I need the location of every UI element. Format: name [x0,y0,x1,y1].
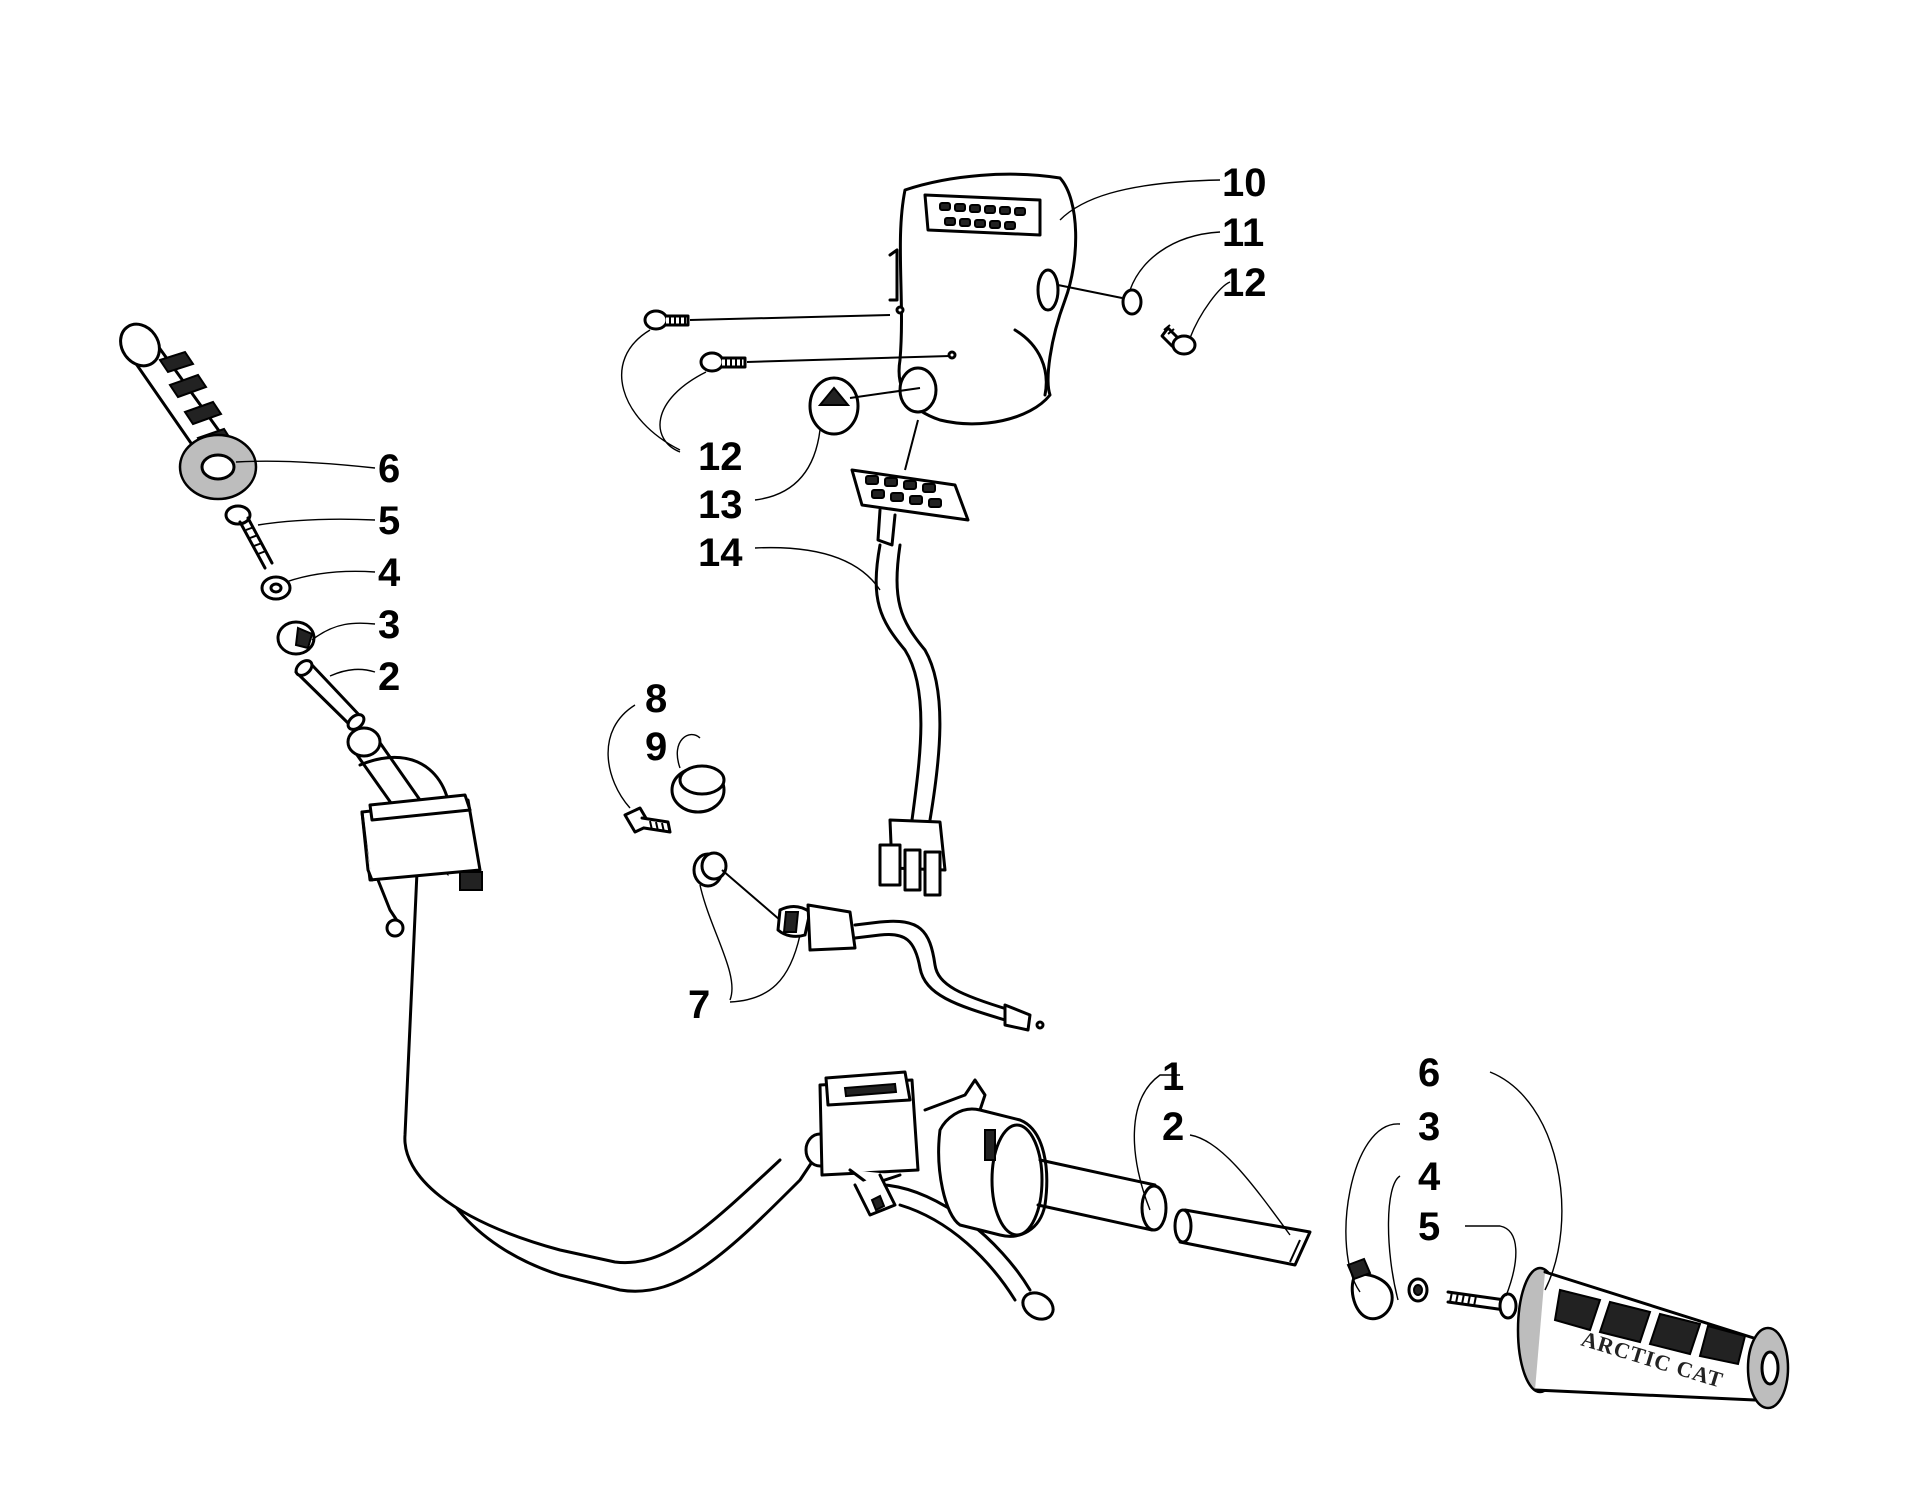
left-insert [294,659,366,731]
callout-right-1: 1 [1162,1055,1184,1099]
pod-screw-right [1160,324,1197,356]
callout-top-12: 12 [1222,261,1267,305]
left-switch-housing [360,793,483,938]
pod-washer-right [1057,284,1143,316]
callout-top-11: 11 [1222,211,1264,255]
callout-left-5: 5 [378,499,400,543]
callout-left-4: 4 [378,551,401,595]
pod-emblem [808,376,921,436]
left-bolt [224,504,274,570]
left-bar-end [346,726,422,812]
right-plug [1346,1257,1394,1321]
callout-key-7: 7 [688,983,710,1027]
right-insert [1173,1208,1312,1267]
right-bolt [1446,1290,1518,1320]
right-bar-end [1036,1158,1168,1232]
callout-right-5: 5 [1418,1205,1440,1249]
left-washer [260,575,292,601]
callout-mid-14: 14 [698,531,743,575]
brake-master-cylinder [804,1070,920,1217]
callout-mid-12: 12 [698,435,743,479]
callout-key-9: 9 [645,725,667,769]
left-grip [119,322,258,501]
callout-left-2: 2 [378,655,400,699]
callout-right-3: 3 [1418,1105,1440,1149]
headlight-pod [888,172,1078,426]
callout-right-6: 6 [1418,1051,1440,1095]
callout-right-4: 4 [1418,1155,1441,1199]
callout-right-2: 2 [1162,1105,1184,1149]
pod-screw-upper [643,309,891,331]
callout-labels: 6 5 4 3 2 10 11 12 12 13 14 8 9 7 1 2 3 … [378,161,1441,1249]
throttle-housing [923,1078,1049,1238]
callout-mid-13: 13 [698,483,743,527]
ignition-nut [670,764,726,814]
callout-left-6: 6 [378,447,400,491]
ignition-key [623,806,672,834]
callout-top-10: 10 [1222,161,1267,205]
left-plug [276,620,316,656]
pod-keypad [939,202,1026,230]
right-grip: ARCTIC CAT [1516,1266,1790,1410]
pod-screw-lower [699,351,951,373]
leader-lines [235,179,1563,1301]
switch-keypad [865,475,942,508]
ignition-switch [776,903,1045,1032]
callout-key-8: 8 [645,677,667,721]
callout-left-3: 3 [378,603,400,647]
headlight-switch-harness [850,419,970,897]
ignition-bezel [692,851,781,921]
right-washer [1407,1277,1429,1303]
